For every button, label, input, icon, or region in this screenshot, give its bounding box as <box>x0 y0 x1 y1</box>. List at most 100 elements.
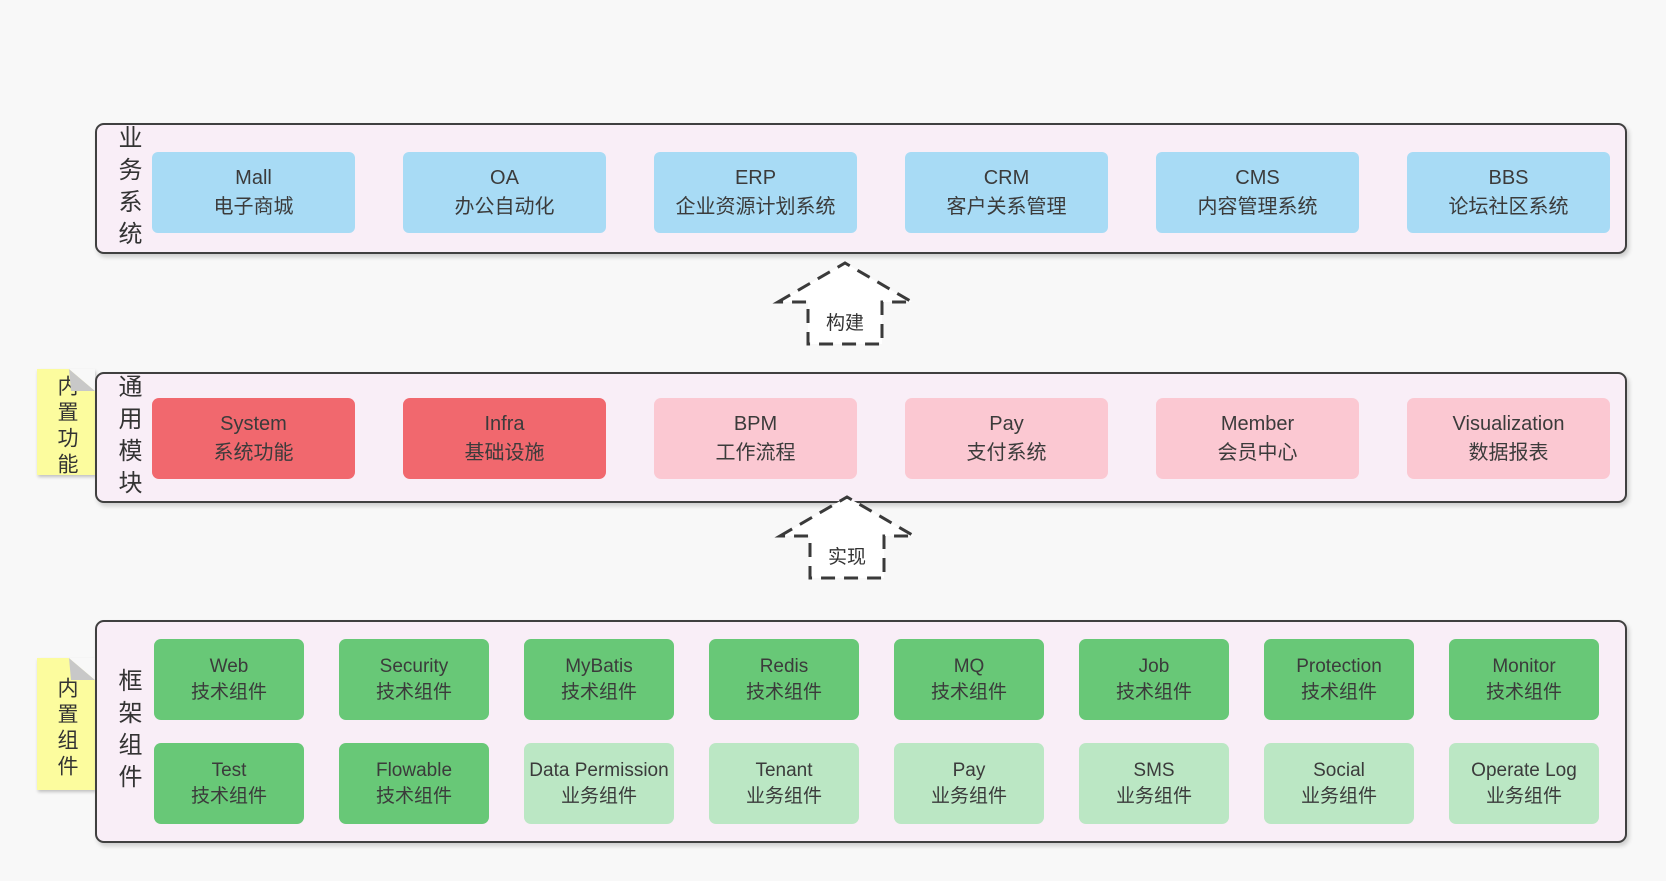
box-tenant: Tenant 业务组件 <box>709 743 859 824</box>
box-en-label: Job <box>1138 656 1170 678</box>
box-en-label: MQ <box>953 656 985 678</box>
box-en-label: Member <box>1220 413 1295 436</box>
box-en-label: Social <box>1313 760 1365 782</box>
box-zh-label: 业务组件 <box>930 785 1007 807</box>
box-zh-label: 企业资源计划系统 <box>675 195 836 218</box>
arrow-build-label: 构建 <box>825 313 864 334</box>
business-box-row: Mall 电子商城 OA 办公自动化 ERP 企业资源计划系统 CRM 客户关系… <box>152 152 1610 233</box>
arrow-implement-label: 实现 <box>827 547 866 568</box>
box-zh-label: 技术组件 <box>190 785 267 807</box>
box-security: Security 技术组件 <box>339 639 489 720</box>
box-pay-system: Pay 支付系统 <box>905 398 1108 479</box>
box-crm: CRM 客户关系管理 <box>905 152 1108 233</box>
box-en-label: MyBatis <box>565 656 633 678</box>
panel-modules-label: 通用模块 <box>114 373 141 502</box>
box-zh-label: 业务组件 <box>1485 785 1562 807</box>
box-en-label: Mall <box>235 167 272 190</box>
box-zh-label: 技术组件 <box>1115 681 1192 703</box>
box-zh-label: 系统功能 <box>213 441 294 464</box>
arrow-up-icon <box>774 495 920 580</box>
box-zh-label: 会员中心 <box>1217 441 1298 464</box>
box-en-label: Pay <box>989 413 1024 436</box>
box-monitor: Monitor 技术组件 <box>1449 639 1599 720</box>
box-zh-label: 业务组件 <box>560 785 637 807</box>
panel-business-label: 业务系统 <box>114 124 141 253</box>
box-protection: Protection 技术组件 <box>1264 639 1414 720</box>
box-system: System 系统功能 <box>152 398 355 479</box>
box-job: Job 技术组件 <box>1079 639 1229 720</box>
box-zh-label: 技术组件 <box>375 785 452 807</box>
panel-common-modules: 通用模块 System 系统功能 Infra 基础设施 BPM 工作流程 Pay… <box>95 372 1627 503</box>
box-zh-label: 技术组件 <box>375 681 452 703</box>
arrow-build: 构建 <box>770 256 920 356</box>
panel-business-systems: 业务系统 Mall 电子商城 OA 办公自动化 ERP 企业资源计划系统 CRM… <box>95 123 1627 254</box>
box-en-label: Redis <box>759 656 809 678</box>
sticky-built-in-features: 内置功能 <box>37 369 95 479</box>
box-en-label: ERP <box>734 167 777 190</box>
box-en-label: BPM <box>733 413 778 436</box>
box-en-label: Data Permission <box>529 760 669 782</box>
box-zh-label: 办公自动化 <box>454 195 555 218</box>
box-pay-component: Pay 业务组件 <box>894 743 1044 824</box>
box-erp: ERP 企业资源计划系统 <box>654 152 857 233</box>
box-visualization: Visualization 数据报表 <box>1407 398 1610 479</box>
box-en-label: Visualization <box>1452 413 1565 436</box>
box-en-label: Operate Log <box>1471 760 1577 782</box>
sticky-built-in-components: 内置组件 <box>37 658 95 790</box>
box-en-label: Web <box>209 656 249 678</box>
panel-framework-components: 框架组件 Web 技术组件 Security 技术组件 MyBatis 技术组件… <box>95 620 1627 843</box>
folded-corner-icon <box>69 369 95 391</box>
box-zh-label: 电子商城 <box>213 195 294 218</box>
box-en-label: Security <box>379 656 449 678</box>
box-zh-label: 技术组件 <box>190 681 267 703</box>
box-zh-label: 基础设施 <box>464 441 545 464</box>
box-en-label: Test <box>211 760 247 782</box>
box-zh-label: 客户关系管理 <box>946 195 1067 218</box>
box-en-label: Protection <box>1296 656 1382 678</box>
box-en-label: OA <box>490 167 519 190</box>
box-zh-label: 技术组件 <box>745 681 822 703</box>
box-zh-label: 数据报表 <box>1468 441 1549 464</box>
sticky-label: 内置组件 <box>55 677 78 781</box>
box-zh-label: 业务组件 <box>745 785 822 807</box>
box-en-label: System <box>220 413 287 436</box>
box-web: Web 技术组件 <box>154 639 304 720</box>
box-zh-label: 业务组件 <box>1300 785 1377 807</box>
box-cms: CMS 内容管理系统 <box>1156 152 1359 233</box>
sticky-label: 内置功能 <box>55 375 78 479</box>
modules-box-row: System 系统功能 Infra 基础设施 BPM 工作流程 Pay 支付系统… <box>152 398 1610 479</box>
box-bbs: BBS 论坛社区系统 <box>1407 152 1610 233</box>
box-zh-label: 内容管理系统 <box>1197 195 1318 218</box>
box-operate-log: Operate Log 业务组件 <box>1449 743 1599 824</box>
box-mybatis: MyBatis 技术组件 <box>524 639 674 720</box>
arrow-up-icon <box>772 261 918 346</box>
box-zh-label: 技术组件 <box>930 681 1007 703</box>
box-zh-label: 技术组件 <box>1300 681 1377 703</box>
box-infra: Infra 基础设施 <box>403 398 606 479</box>
box-redis: Redis 技术组件 <box>709 639 859 720</box>
box-en-label: Pay <box>952 760 986 782</box>
box-zh-label: 工作流程 <box>715 441 796 464</box>
box-bpm: BPM 工作流程 <box>654 398 857 479</box>
box-data-permission: Data Permission 业务组件 <box>524 743 674 824</box>
box-en-label: Tenant <box>755 760 813 782</box>
box-social: Social 业务组件 <box>1264 743 1414 824</box>
box-flowable: Flowable 技术组件 <box>339 743 489 824</box>
box-oa: OA 办公自动化 <box>403 152 606 233</box>
arrow-implement: 实现 <box>772 490 922 590</box>
box-mq: MQ 技术组件 <box>894 639 1044 720</box>
box-zh-label: 技术组件 <box>1485 681 1562 703</box>
box-sms: SMS 业务组件 <box>1079 743 1229 824</box>
folded-corner-icon <box>69 658 95 680</box>
box-zh-label: 业务组件 <box>1115 785 1192 807</box>
box-member: Member 会员中心 <box>1156 398 1359 479</box>
box-en-label: Flowable <box>375 760 453 782</box>
box-zh-label: 技术组件 <box>560 681 637 703</box>
box-mall: Mall 电子商城 <box>152 152 355 233</box>
box-zh-label: 论坛社区系统 <box>1448 195 1569 218</box>
framework-box-row-1: Web 技术组件 Security 技术组件 MyBatis 技术组件 Redi… <box>154 639 1599 720</box>
box-en-label: SMS <box>1133 760 1175 782</box>
framework-box-row-2: Test 技术组件 Flowable 技术组件 Data Permission … <box>154 743 1599 824</box>
box-en-label: CMS <box>1235 167 1280 190</box>
